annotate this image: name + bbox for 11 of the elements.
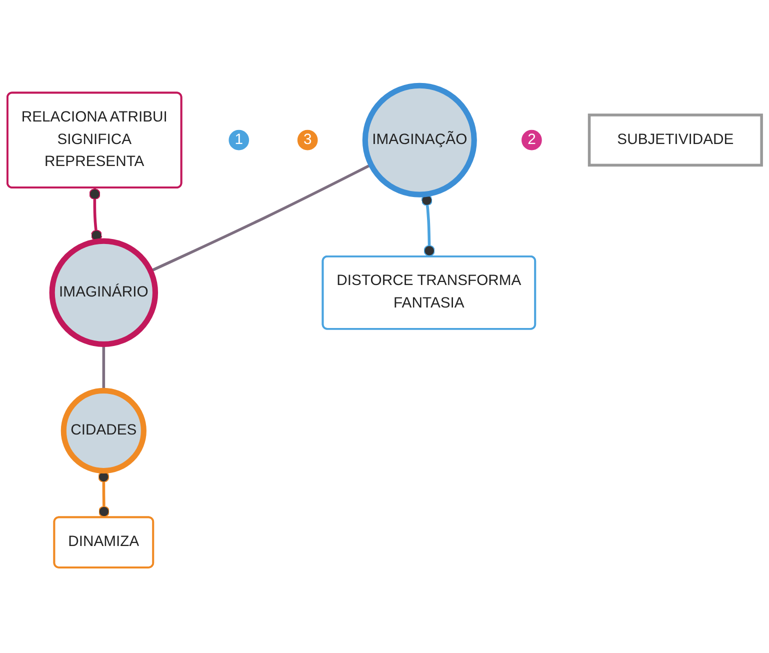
connector — [98, 470, 110, 518]
node-circle: 3 — [296, 128, 320, 152]
node-box: SUBJETIVIDADE — [588, 114, 763, 167]
connector — [89, 188, 102, 242]
node-circle: 2 — [520, 128, 544, 152]
connector — [102, 344, 106, 391]
node-circle: CIDADES — [60, 388, 146, 474]
node-circle: 1 — [226, 128, 251, 152]
node-circle: IMAGINAÇÃO — [362, 82, 477, 198]
connector — [421, 194, 435, 257]
node-circle: IMAGINÁRIO — [49, 238, 158, 347]
